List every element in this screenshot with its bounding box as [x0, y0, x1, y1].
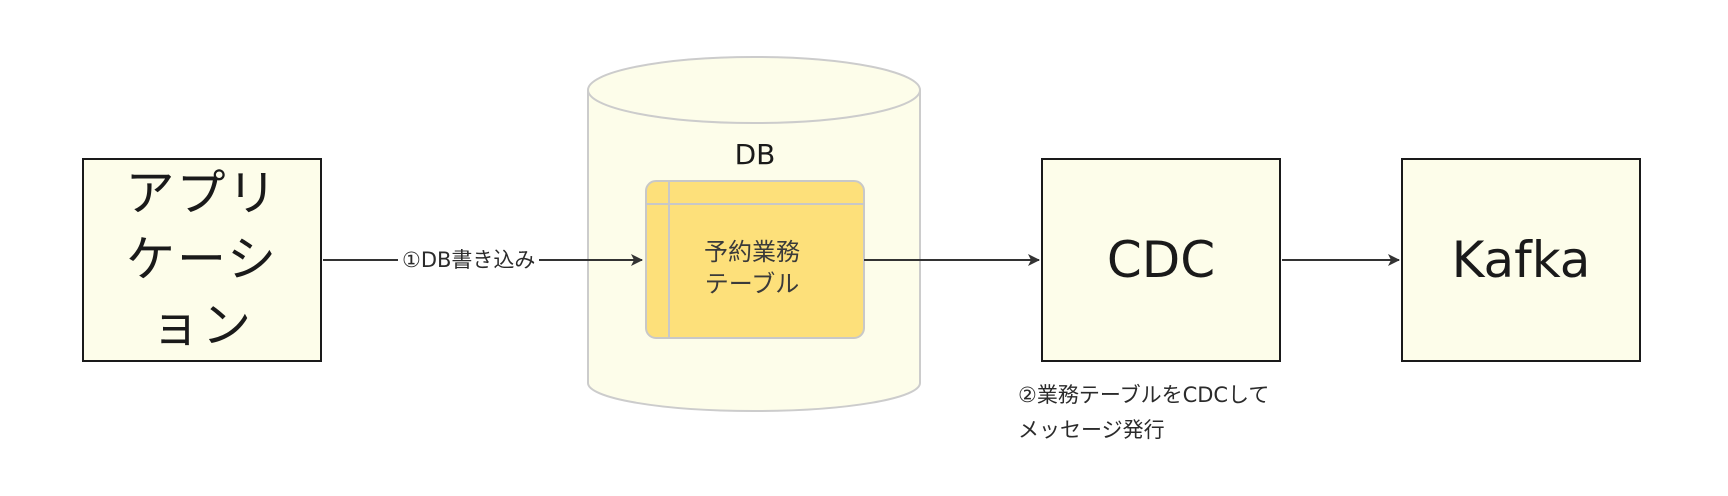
business-table-label-line2: テーブル	[704, 270, 800, 298]
business-table-label: 予約業務 テーブル	[672, 236, 832, 300]
edge-label-db-write: ①DB書き込み	[398, 244, 540, 274]
kafka-node: Kafka	[1401, 158, 1641, 362]
db-label: DB	[734, 138, 776, 171]
edge-label-cdc-publish-line1: ②業務テーブルをCDCして	[1018, 383, 1270, 407]
cdc-node: CDC	[1041, 158, 1281, 362]
kafka-label: Kafka	[1451, 231, 1591, 289]
db-cylinder-top	[587, 56, 921, 124]
application-label: アプリケーション	[125, 165, 279, 354]
business-table	[645, 180, 865, 339]
edge-label-cdc-publish-line2: メッセージ発行	[1018, 418, 1165, 442]
cdc-label: CDC	[1106, 231, 1216, 289]
application-node: アプリケーション	[82, 158, 322, 362]
edge-label-cdc-publish: ②業務テーブルをCDCして メッセージ発行	[1018, 378, 1338, 448]
business-table-label-line1: 予約業務	[704, 238, 800, 266]
